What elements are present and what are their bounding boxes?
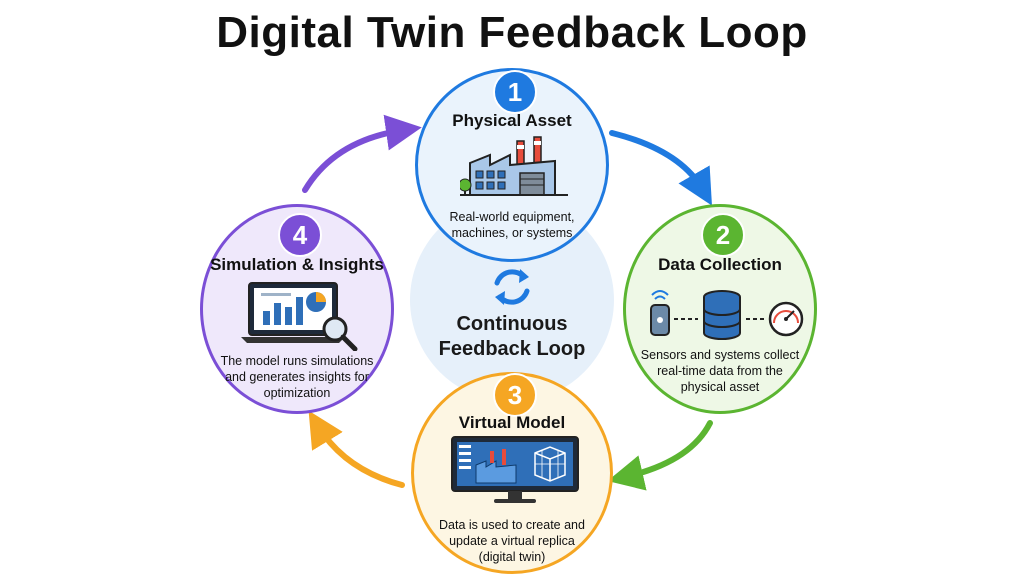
- monitor-model-icon: [451, 436, 579, 503]
- stage-3-title: Virtual Model: [458, 413, 566, 432]
- stage-1-description: Real-world equipment, machines, or syste…: [449, 210, 575, 240]
- stage-4-title: Simulation & Insights: [210, 255, 384, 274]
- stage-simulation-insights: 4 Simulation & Insights The model runs s…: [200, 204, 394, 414]
- diagram-title: Digital Twin Feedback Loop: [216, 8, 808, 57]
- stage-physical-asset: 1 Physical Asset Real-world equipment, m…: [415, 68, 609, 262]
- arrow-4-to-1: [302, 114, 422, 193]
- stage-data-collection: 2 Data Collection Sensors and systems co…: [623, 204, 817, 414]
- laptop-analytics-icon: [241, 282, 358, 351]
- stage-2-description: Sensors and systems collect real-time da…: [640, 348, 800, 394]
- center-label: Continuous Feedback Loop: [438, 313, 586, 360]
- stage-1-badge: 1: [493, 70, 537, 114]
- arrow-1-to-2: [609, 130, 712, 206]
- stage-virtual-model: 3 Virtual Model Data is used to create a…: [411, 372, 613, 574]
- refresh-cycle-icon: [494, 269, 530, 305]
- stage-1-title: Physical Asset: [452, 111, 572, 130]
- arrow-2-to-3: [607, 420, 713, 491]
- stage-3-badge: 3: [493, 373, 537, 417]
- stage-3-description: Data is used to create and update a virt…: [439, 518, 585, 564]
- stage-2-title: Data Collection: [658, 255, 782, 274]
- arrow-3-to-4: [308, 410, 405, 488]
- stage-4-description: The model runs simulations and generates…: [220, 354, 374, 400]
- factory-icon: [460, 136, 568, 196]
- stage-4-badge: 4: [278, 213, 322, 257]
- stage-2-badge: 2: [701, 213, 745, 257]
- sensor-database-gauge-icon: [650, 290, 804, 340]
